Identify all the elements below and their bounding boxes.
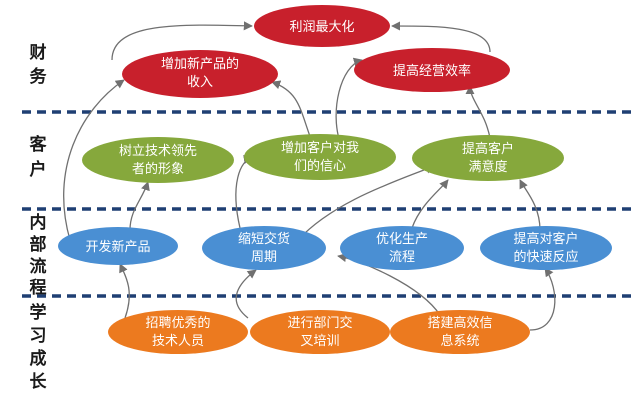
node-efficient-info-system: 搭建高效信 息系统	[390, 310, 530, 354]
svg-text:周期: 周期	[251, 250, 277, 265]
label-learning-4: 长	[30, 371, 48, 392]
svg-text:提高客户: 提高客户	[462, 141, 514, 157]
node-customer-satisfaction: 提高客户 满意度	[412, 135, 564, 181]
svg-text:树立技术领先: 树立技术领先	[119, 144, 197, 159]
label-finance-1: 财	[29, 42, 47, 63]
node-cross-training: 进行部门交 叉培训	[250, 310, 390, 354]
node-quick-response: 提高对客户 的快速反应	[480, 226, 612, 270]
node-recruit-talent: 招聘优秀的 技术人员	[108, 310, 248, 354]
node-shorten-delivery: 缩短交货 周期	[202, 226, 326, 270]
link-customer-trust-to-operating-efficiency	[335, 57, 363, 143]
node-develop-new-product: 开发新产品	[58, 227, 178, 265]
svg-text:优化生产: 优化生产	[376, 232, 428, 247]
link-develop-new-product-to-tech-leader-image	[129, 181, 150, 231]
label-finance-2: 务	[30, 66, 48, 87]
svg-text:流程: 流程	[389, 250, 415, 265]
label-internal-2: 部	[30, 234, 47, 255]
svg-text:利润最大化: 利润最大化	[289, 20, 354, 35]
link-quick-response-to-customer-satisfaction	[519, 179, 541, 231]
svg-text:增加新产品的: 增加新产品的	[161, 56, 239, 72]
link-customer-trust-to-new-product-revenue	[271, 80, 313, 143]
link-develop-new-product-to-new-product-revenue	[63, 79, 125, 241]
svg-text:开发新产品: 开发新产品	[85, 239, 150, 255]
svg-text:者的形象: 者的形象	[132, 161, 184, 177]
label-internal-1: 内	[30, 212, 47, 233]
link-shorten-delivery-to-customer-trust	[235, 154, 253, 229]
svg-text:满意度: 满意度	[468, 159, 507, 175]
svg-text:技术人员: 技术人员	[152, 334, 204, 349]
node-optimize-production: 优化生产 流程	[340, 226, 464, 270]
label-learning-3: 成	[30, 348, 47, 369]
svg-text:搭建高效信: 搭建高效信	[427, 315, 492, 331]
node-tech-leader-image: 树立技术领先 者的形象	[82, 137, 234, 183]
label-internal-3: 流	[30, 256, 47, 277]
svg-text:增加客户对我: 增加客户对我	[281, 140, 359, 156]
link-efficient-info-system-to-optimize-production	[337, 252, 441, 316]
link-shorten-delivery-to-customer-satisfaction	[297, 164, 435, 241]
node-customer-trust: 增加客户对我 们的信心	[244, 134, 396, 180]
svg-text:招聘优秀的: 招聘优秀的	[145, 315, 210, 331]
svg-text:提高经营效率: 提高经营效率	[393, 63, 471, 79]
label-learning-1: 学	[30, 302, 47, 323]
svg-text:缩短交货: 缩短交货	[238, 231, 290, 247]
node-new-product-revenue: 增加新产品的 收入	[122, 50, 278, 98]
svg-text:进行部门交: 进行部门交	[287, 315, 352, 331]
label-internal-4: 程	[30, 278, 47, 298]
link-optimize-production-to-customer-satisfaction	[411, 179, 449, 229]
svg-text:的快速反应: 的快速反应	[513, 249, 578, 265]
link-efficient-info-system-to-quick-response	[529, 267, 556, 331]
label-customer-2: 户	[30, 159, 47, 180]
svg-text:收入: 收入	[187, 75, 213, 90]
node-operating-efficiency: 提高经营效率	[354, 48, 510, 92]
label-learning-2: 习	[30, 326, 47, 346]
svg-text:们的信心: 们的信心	[294, 158, 346, 174]
link-recruit-talent-to-develop-new-product	[119, 263, 130, 319]
link-new-product-revenue-to-profit-max	[111, 21, 253, 61]
layer-labels: 财 务 客 户 内 部 流 程 学 习 成 长	[29, 42, 48, 392]
layer-dividers	[22, 110, 632, 298]
nodes: 利润最大化 增加新产品的 收入 提高经营效率 树立技术领先 者的形象 增加客户对…	[58, 5, 612, 354]
connectors	[63, 21, 556, 331]
node-profit-max: 利润最大化	[254, 5, 390, 47]
link-customer-satisfaction-to-operating-efficiency	[465, 85, 491, 139]
svg-text:叉培训: 叉培训	[300, 333, 339, 349]
svg-text:提高对客户: 提高对客户	[513, 231, 578, 247]
link-operating-efficiency-to-profit-max	[391, 21, 491, 53]
link-cross-training-to-shorten-delivery	[235, 269, 257, 319]
label-customer-1: 客	[29, 134, 48, 155]
svg-text:息系统: 息系统	[440, 333, 479, 349]
